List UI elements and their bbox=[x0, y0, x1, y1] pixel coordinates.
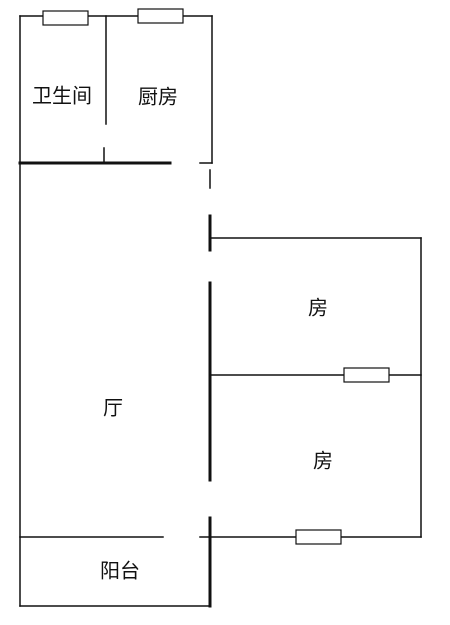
bedroom-lower-label: 房 bbox=[313, 449, 333, 473]
kitchen-window bbox=[137, 8, 184, 24]
bedroom-lower-window bbox=[295, 529, 342, 545]
bedroom-upper-window bbox=[343, 367, 390, 383]
balcony-label: 阳台 bbox=[100, 559, 140, 583]
bathroom-window bbox=[42, 10, 89, 26]
living-room-label: 厅 bbox=[103, 396, 123, 420]
windows bbox=[42, 8, 390, 545]
kitchen-label: 厨房 bbox=[138, 85, 178, 109]
bedroom-upper-label: 房 bbox=[308, 296, 328, 320]
bathroom-label: 卫生间 bbox=[32, 84, 92, 108]
room-labels: 卫生间 厨房 房 房 厅 阳台 bbox=[32, 84, 333, 583]
